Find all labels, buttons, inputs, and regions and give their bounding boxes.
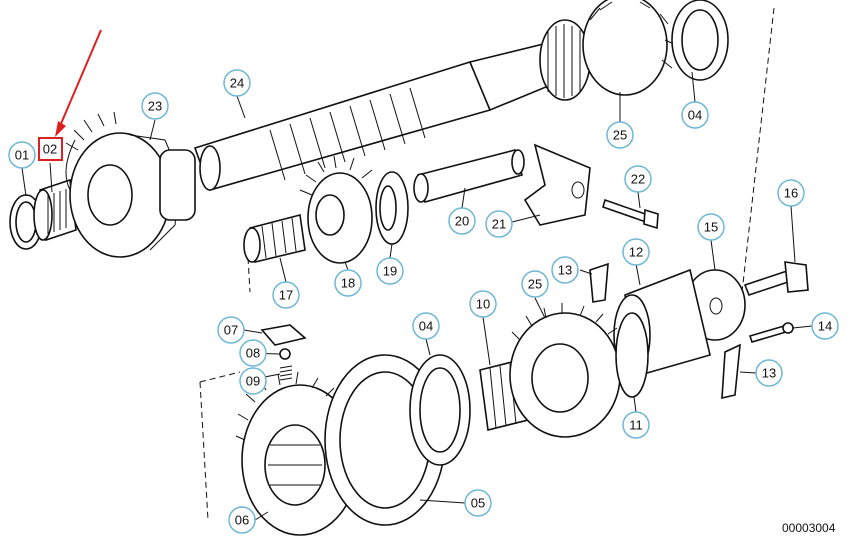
callout-12: 12: [622, 238, 650, 266]
synchro-ring-04-top: [671, 0, 729, 81]
needle-bearing-17: [243, 214, 306, 263]
svg-text:12: 12: [629, 245, 643, 260]
callout-09: 09: [239, 367, 267, 395]
figure-code: 00003004: [782, 521, 836, 535]
callout-23: 23: [141, 92, 169, 120]
gear-23: [65, 111, 196, 258]
callout-18: 18: [334, 269, 362, 297]
callout-10: 10: [469, 290, 497, 318]
callout-02-highlighted[interactable]: 02: [38, 137, 63, 161]
svg-text:24: 24: [230, 76, 244, 91]
svg-text:20: 20: [455, 214, 469, 229]
svg-text:16: 16: [784, 186, 798, 201]
callout-08: 08: [239, 339, 267, 367]
support-21: [523, 143, 591, 226]
callout-25-top: 25: [606, 121, 634, 149]
svg-text:18: 18: [341, 276, 355, 291]
callout-21: 21: [485, 210, 513, 238]
svg-text:04: 04: [419, 319, 433, 334]
gear-25-top: [582, 0, 677, 96]
shaft-20: [413, 149, 525, 203]
callout-07: 07: [217, 316, 245, 344]
thrust-washer-19: [375, 171, 409, 245]
svg-text:25: 25: [528, 277, 542, 292]
callout-16: 16: [777, 179, 805, 207]
svg-text:02: 02: [43, 142, 57, 157]
svg-text:06: 06: [235, 513, 249, 528]
leader-lines: [21, 71, 813, 521]
bolt-16: [743, 261, 809, 296]
callout-04-top: 04: [681, 101, 709, 129]
svg-text:25: 25: [613, 128, 627, 143]
svg-text:07: 07: [224, 323, 238, 338]
svg-text:17: 17: [279, 288, 293, 303]
frame-lines: [199, 7, 775, 521]
svg-text:10: 10: [476, 297, 490, 312]
svg-text:13: 13: [558, 263, 572, 278]
callout-25-low: 25: [521, 270, 549, 298]
svg-text:01: 01: [15, 148, 29, 163]
bearing-top: [539, 19, 591, 101]
bolt-14: [748, 322, 794, 343]
svg-text:19: 19: [383, 264, 397, 279]
synchro-ring-04-low: [409, 354, 471, 466]
pointer-arrow: [55, 29, 102, 137]
callout-13-lower: 13: [755, 359, 783, 387]
spring-09: [279, 365, 293, 381]
svg-text:23: 23: [148, 99, 162, 114]
bracket-13: [589, 262, 741, 400]
callout-22: 22: [624, 165, 652, 193]
callout-11: 11: [622, 411, 650, 439]
callout-24: 24: [223, 69, 251, 97]
svg-text:21: 21: [492, 217, 506, 232]
svg-text:05: 05: [471, 496, 485, 511]
plate-07: [260, 324, 307, 346]
callout-05: 05: [464, 489, 492, 517]
svg-text:11: 11: [629, 418, 643, 433]
callout-14: 14: [811, 312, 839, 340]
callout-06: 06: [228, 506, 256, 534]
callout-13-upper: 13: [551, 256, 579, 284]
needle-bearing-02: [33, 178, 77, 242]
callout-01: 01: [8, 141, 36, 169]
ball-08: [279, 348, 291, 360]
svg-text:14: 14: [818, 319, 832, 334]
snap-ring-11: [615, 312, 649, 398]
cluster-gear-18: [299, 155, 373, 264]
svg-text:04: 04: [688, 108, 702, 123]
gear-25-low: [509, 303, 621, 438]
svg-text:15: 15: [704, 220, 718, 235]
callout-04-low: 04: [412, 312, 440, 340]
callout-19: 19: [376, 257, 404, 285]
svg-text:09: 09: [246, 374, 260, 389]
callout-17: 17: [272, 281, 300, 309]
bolt-22: [602, 198, 659, 230]
svg-text:22: 22: [631, 172, 645, 187]
svg-text:08: 08: [246, 346, 260, 361]
callout-20: 20: [448, 207, 476, 235]
svg-text:13: 13: [762, 366, 776, 381]
callout-15: 15: [697, 213, 725, 241]
